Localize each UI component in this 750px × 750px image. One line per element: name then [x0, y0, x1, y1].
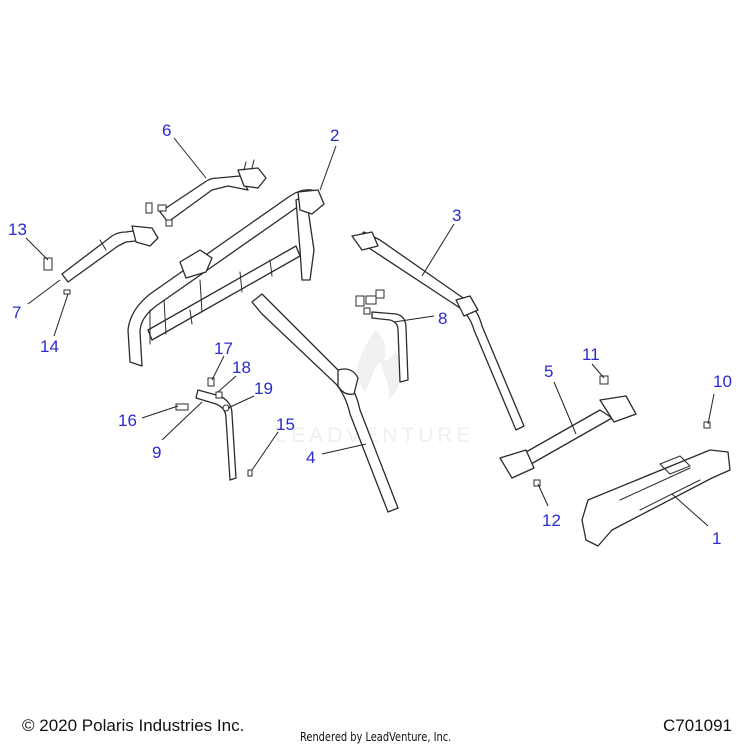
- callout-2[interactable]: 2: [330, 126, 339, 145]
- callout-19[interactable]: 19: [254, 379, 273, 398]
- part-6-rear-upper-bar[interactable]: [145, 159, 267, 227]
- callout-4[interactable]: 4: [306, 448, 315, 467]
- callout-7[interactable]: 7: [12, 303, 21, 322]
- watermark-flame-icon: [357, 330, 402, 400]
- callout-12[interactable]: 12: [542, 511, 561, 530]
- callout-13[interactable]: 13: [8, 220, 27, 239]
- callout-10[interactable]: 10: [713, 372, 732, 391]
- callout-1[interactable]: 1: [712, 529, 721, 548]
- callout-15[interactable]: 15: [276, 415, 295, 434]
- callout-labels: 1 2 3 4 5 6 7 8 9 10 11 12 13 14 15 16 1…: [8, 121, 732, 548]
- part-7-front-bar[interactable]: [43, 225, 159, 295]
- callout-3[interactable]: 3: [452, 206, 461, 225]
- callout-5[interactable]: 5: [544, 362, 553, 381]
- part-3-rear-rail[interactable]: [351, 231, 525, 431]
- callout-11[interactable]: 11: [582, 345, 600, 364]
- callout-14[interactable]: 14: [40, 337, 59, 356]
- part-2-roof-frame[interactable]: [127, 189, 325, 367]
- callout-16[interactable]: 16: [118, 411, 137, 430]
- watermark-text: LEADVENTURE: [275, 424, 474, 447]
- rendered-by-text: Rendered by LeadVenture, Inc.: [300, 730, 452, 744]
- part-9-support[interactable]: [175, 377, 253, 481]
- callout-9[interactable]: 9: [152, 443, 161, 462]
- callout-18[interactable]: 18: [232, 358, 251, 377]
- part-5-crossbar[interactable]: [499, 375, 637, 487]
- part-4-pillar[interactable]: [251, 293, 399, 513]
- part-8-brace[interactable]: [355, 289, 409, 383]
- part-1-rear-panel[interactable]: [581, 421, 731, 547]
- callout-6[interactable]: 6: [162, 121, 171, 140]
- watermark: LEADVENTURE: [275, 330, 474, 447]
- copyright-text: © 2020 Polaris Industries Inc.: [22, 716, 245, 735]
- leader-lines: [25, 137, 715, 527]
- diagram-code: C701091: [662, 716, 732, 735]
- callout-17[interactable]: 17: [214, 339, 233, 358]
- callout-8[interactable]: 8: [438, 309, 447, 328]
